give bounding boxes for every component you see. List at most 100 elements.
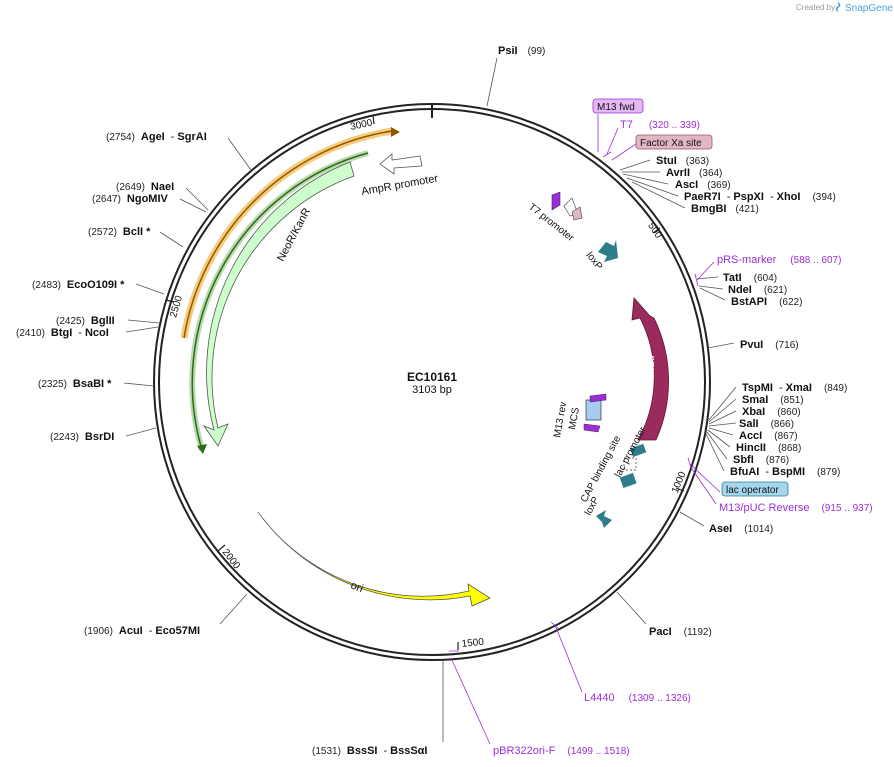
- primer-pbr322ori-f: pBR322ori-F(1499 .. 1518): [493, 745, 630, 757]
- tick-2500-mark: [165, 299, 175, 303]
- site-asc: AscI(369): [675, 179, 731, 191]
- tick-3000-mark: [372, 114, 375, 125]
- site-xba: XbaI(860): [742, 406, 801, 418]
- ori-arrow: [257, 511, 491, 607]
- green-strand: [191, 152, 369, 451]
- bmg-leader: [631, 181, 686, 209]
- factor-xa-box: [635, 134, 713, 150]
- psi-leader: [486, 57, 498, 107]
- site-bsa: (2325)BsaBI *: [38, 378, 112, 390]
- site-age: (2754)AgeI-SgrAI: [106, 131, 207, 143]
- mcs-label: MCS: [567, 406, 582, 430]
- site-bgl: (2425)BglII: [56, 315, 115, 327]
- ori-label: ori: [349, 580, 365, 595]
- prs-primer-leader: [696, 261, 715, 281]
- lac-promoter-marker: [630, 443, 647, 458]
- laczalpha-arrow: [631, 297, 669, 441]
- tick-1500: 1500: [461, 637, 485, 650]
- primer-l4440: L4440(1309 .. 1326): [584, 692, 691, 704]
- pae-leader: [626, 177, 679, 197]
- m13-rev-label: M13 rev: [552, 401, 569, 438]
- t7-primer-leader: [606, 127, 619, 155]
- bst-leader: [699, 287, 726, 301]
- factor-xa-leader: [611, 143, 637, 161]
- tick-2000: 2000: [220, 547, 243, 572]
- site-nae: (2649)NaeI: [116, 181, 174, 193]
- m13fwd-label: M13 fwd: [597, 102, 635, 113]
- loxp-top-marker: [598, 240, 618, 262]
- bgl-leader: [127, 319, 160, 324]
- site-hinc: HincII(868): [736, 442, 801, 454]
- tick-3000: 3000: [349, 117, 373, 132]
- tsp-leader: [708, 386, 737, 421]
- sma-leader: [708, 398, 737, 423]
- cap-binding-marker: [619, 472, 637, 489]
- factor-xa-label: Factor Xa site: [640, 138, 702, 149]
- lac-operator-box: [721, 481, 789, 497]
- site-bst: BstAPI(622): [731, 296, 802, 308]
- xba-leader: [708, 410, 737, 425]
- site-pac: PacI(1192): [649, 626, 712, 638]
- pac-leader: [616, 591, 647, 625]
- lac-operator-label: lac operator: [726, 485, 779, 496]
- mcs-marker: [585, 399, 602, 421]
- age-leader: [227, 137, 252, 171]
- primer-t7: T7(320 .. 339): [620, 119, 700, 131]
- m13-rev-marker-top: [589, 393, 607, 403]
- snapgene-logo-icon: [835, 2, 841, 12]
- pbr-primer-leader: [450, 657, 491, 745]
- m13fwd-box: [592, 98, 644, 114]
- green-strand-arrowhead: [197, 444, 207, 454]
- hinc-leader: [707, 429, 731, 448]
- site-bfu: BfuAI-BspMI(879): [730, 466, 840, 478]
- asc-leader: [622, 173, 669, 185]
- bsr-leader: [125, 427, 157, 437]
- site-psi: PsiI(99): [498, 45, 545, 57]
- l4440-primer-tick: [550, 621, 559, 629]
- laczalpha-label: lacZα: [646, 355, 657, 380]
- m13-rev-marker-bottom: [583, 423, 601, 433]
- lac-operator-small-marker: [623, 457, 637, 471]
- site-acc: AccI(867): [739, 430, 798, 442]
- plasmid-name: EC10161: [407, 370, 457, 384]
- orange-strand: [183, 130, 393, 339]
- plasmid-size: 3103 bp: [412, 384, 452, 396]
- created-by-text: Created by: [796, 3, 835, 12]
- site-tat: TatI(604): [723, 272, 777, 284]
- neor-kanr-arrow: [202, 161, 355, 447]
- tick-1000-mark: [675, 487, 685, 492]
- pvu-leader: [707, 342, 735, 349]
- site-eco: (2483)EcoO109I *: [32, 279, 125, 291]
- snapgene-brand: SnapGene: [845, 3, 893, 14]
- loxp-bottom-marker: [596, 510, 612, 528]
- sal-leader: [708, 422, 737, 427]
- site-bcl: (2572)BclI *: [88, 226, 151, 238]
- site-tsp: TspMI-XmaI(849): [742, 382, 847, 394]
- site-pvu: PvuI(716): [740, 339, 799, 351]
- site-nde: NdeI(621): [728, 284, 787, 296]
- nde-leader: [698, 285, 724, 290]
- site-ase: AseI(1014): [709, 523, 773, 535]
- acu-leader: [219, 593, 248, 625]
- primer-prs-marker: pRS-marker(588 .. 607): [717, 254, 841, 266]
- site-pae: PaeR7I-PspXI-XhoI(394): [684, 191, 836, 203]
- site-stu: StuI(363): [656, 155, 709, 167]
- site-sma: SmaI(851): [742, 394, 804, 406]
- site-ngo: (2647)NgoMIV: [92, 193, 169, 205]
- site-bsr: (2243)BsrDI: [50, 431, 114, 443]
- m13puc-primer-leader: [689, 465, 717, 505]
- btg-leader: [125, 326, 159, 333]
- bsa-leader: [123, 382, 155, 387]
- site-sbf: SbfI(876): [733, 454, 789, 466]
- site-bss: (1531)BssSI-BssSαI: [312, 745, 428, 757]
- site-btg: (2410)BtgI-NcoI: [16, 327, 109, 339]
- l4440-primer-leader: [554, 624, 583, 693]
- acc-leader: [708, 427, 734, 436]
- stu-leader: [619, 159, 651, 171]
- primer-m13-puc-reverse: M13/pUC Reverse(915 .. 937): [719, 502, 873, 514]
- eco-leader: [135, 283, 165, 295]
- bcl-leader: [159, 231, 184, 248]
- ampr-promoter-arrow: [379, 153, 423, 175]
- ase-leader: [679, 511, 705, 527]
